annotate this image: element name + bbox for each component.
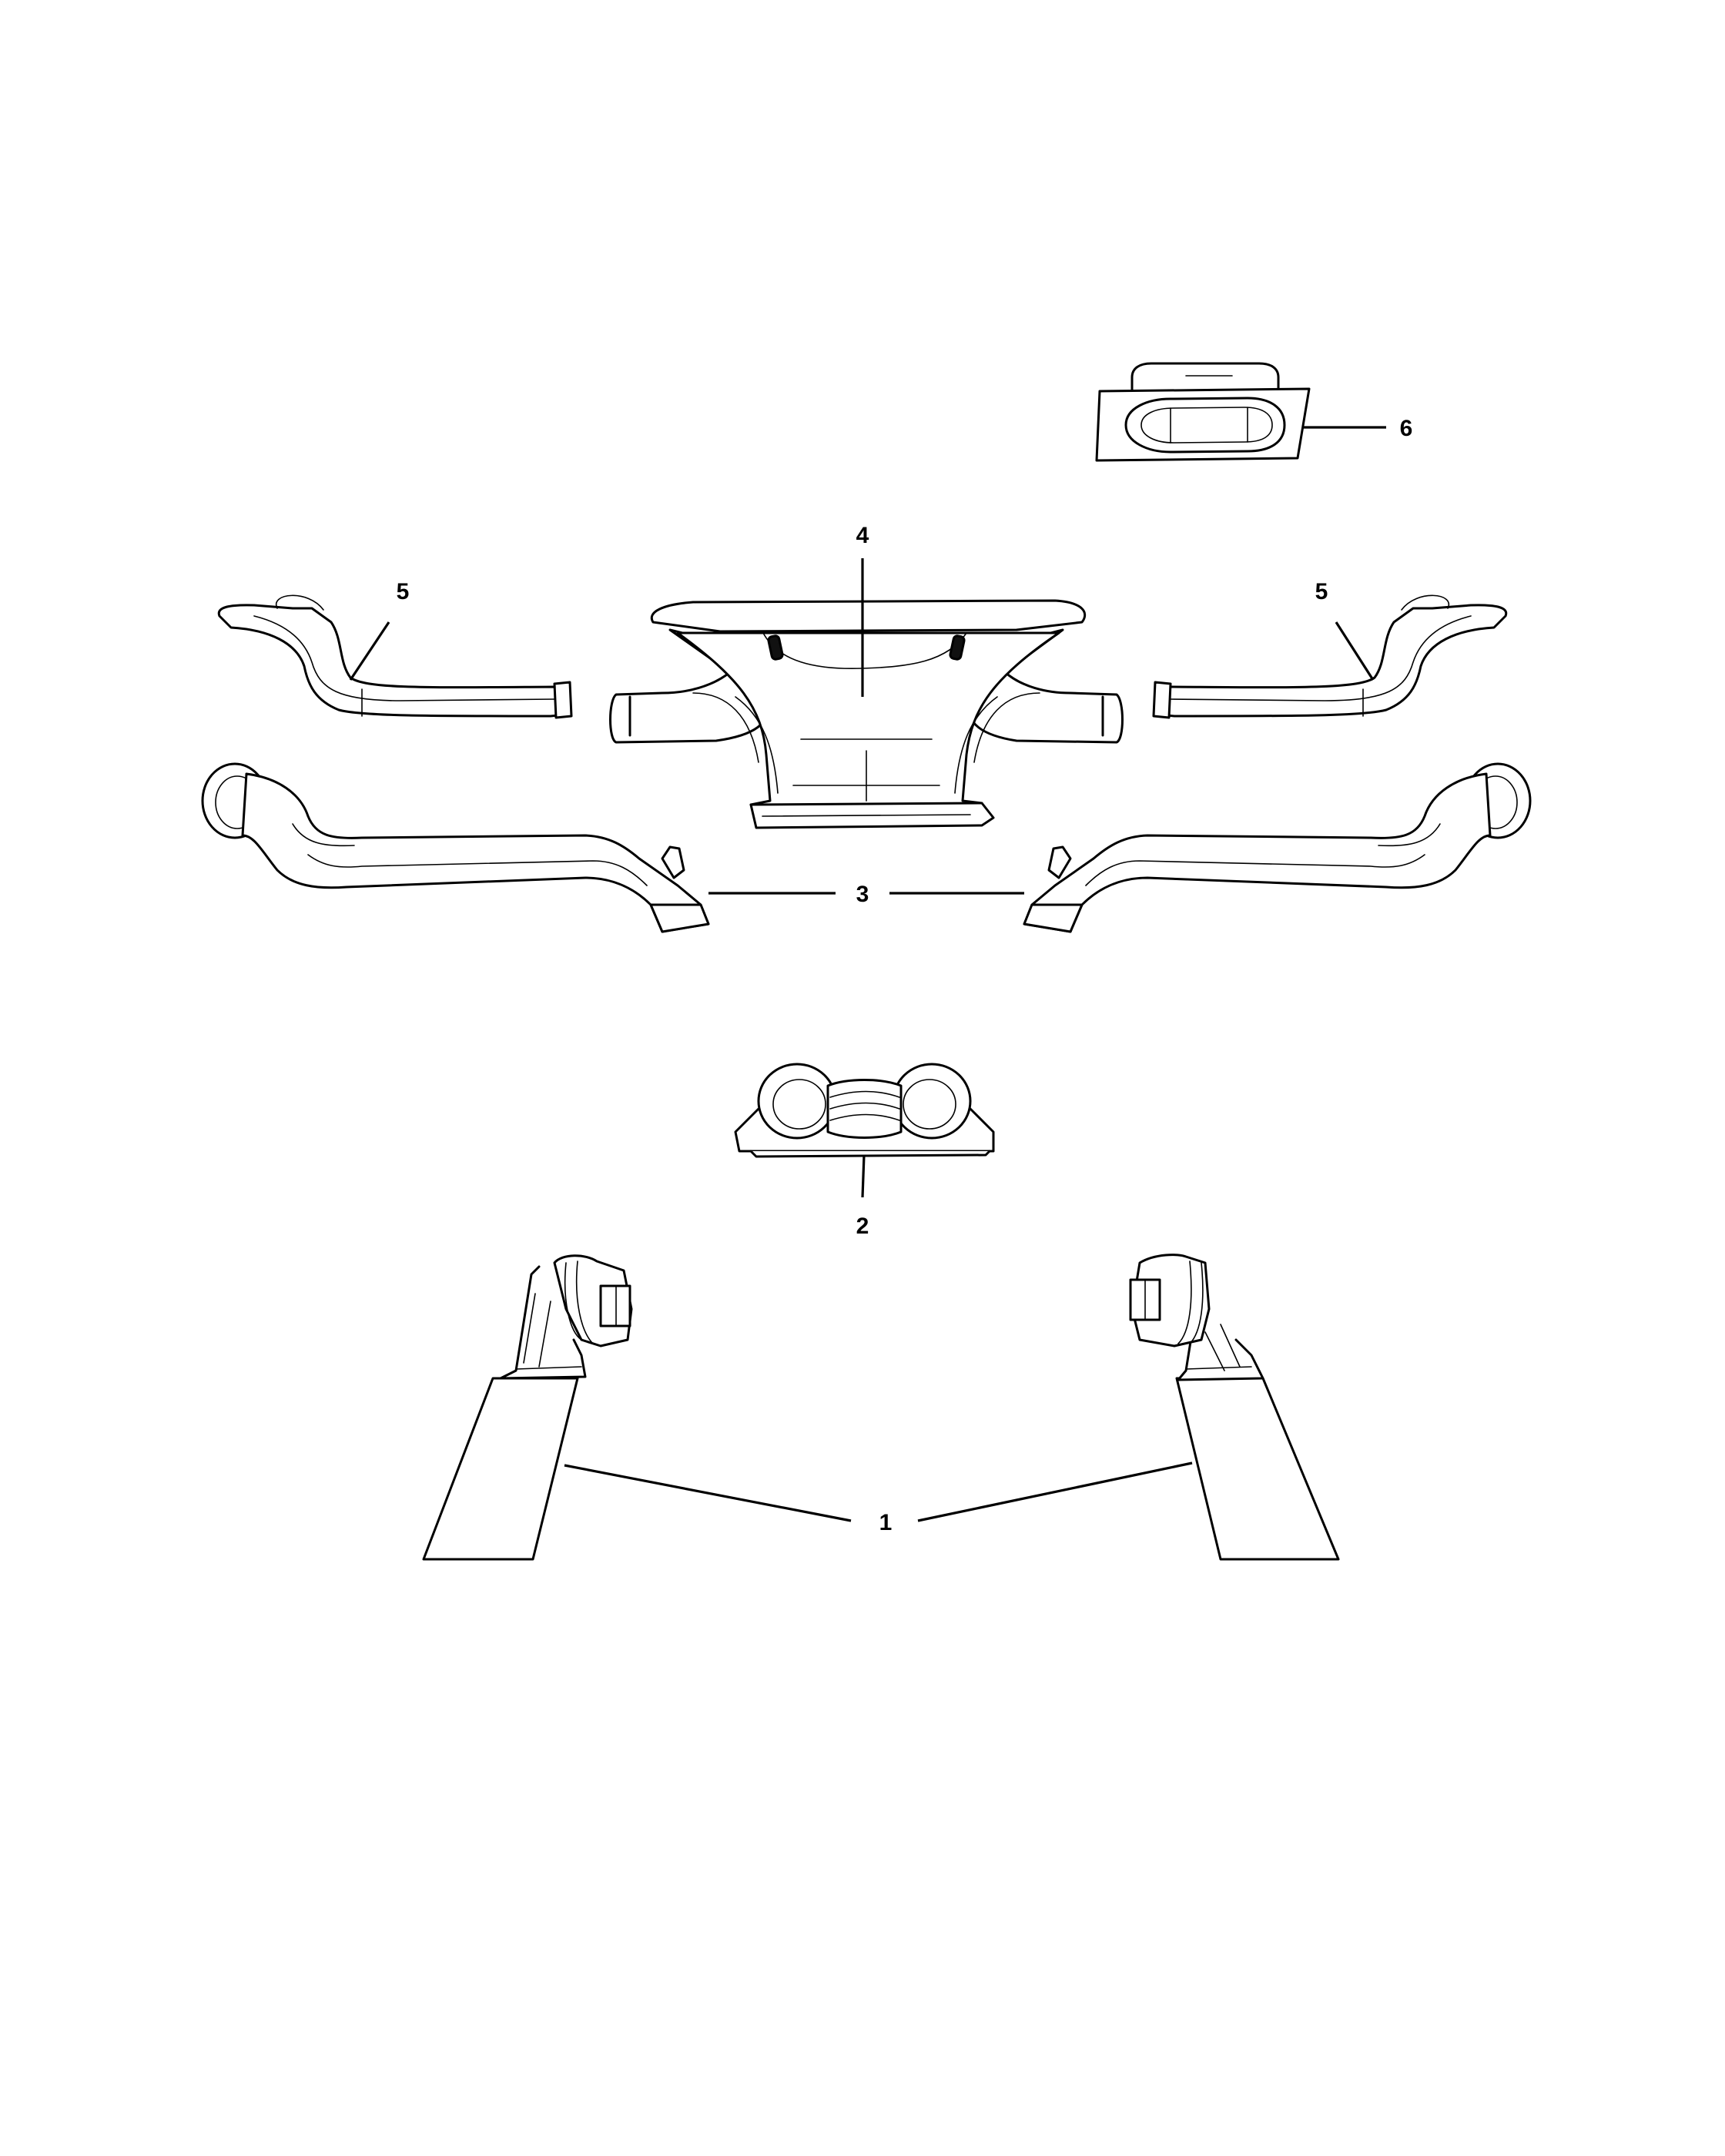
part-6-outlet-bezel <box>1095 362 1311 462</box>
callout-2: 2 <box>856 1214 869 1239</box>
callout-5-right: 5 <box>1315 579 1328 604</box>
part-5-right-upper-duct <box>1152 594 1508 719</box>
part-3-left-floor-duct <box>201 762 710 933</box>
part-1-left-riser-duct <box>422 1254 633 1561</box>
part-4-center-duct <box>609 599 1124 829</box>
leader-2 <box>861 1154 866 1198</box>
part-1-right-riser-duct <box>1129 1254 1340 1561</box>
part-5-left-upper-duct <box>217 594 573 719</box>
leader-5-left <box>349 621 390 681</box>
leader-5-right <box>1335 621 1375 681</box>
part-3-right-floor-duct <box>1023 762 1532 933</box>
callout-1: 1 <box>879 1510 893 1535</box>
callout-4: 4 <box>856 523 869 548</box>
callout-3: 3 <box>856 882 869 907</box>
leader-1-left <box>564 1464 852 1522</box>
leader-1-right <box>917 1461 1193 1522</box>
part-2-rear-outlet-adapter <box>734 1063 995 1158</box>
callout-6: 6 <box>1400 416 1413 441</box>
callout-5-left: 5 <box>397 579 410 604</box>
